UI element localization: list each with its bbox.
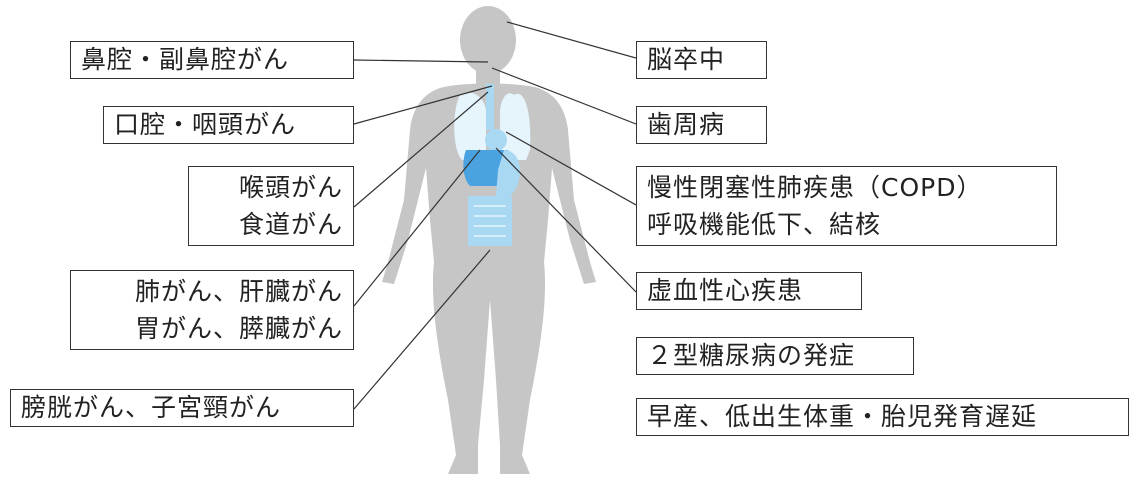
label-nasal-cancer: 鼻腔・副鼻腔がん: [70, 41, 354, 79]
human-silhouette: [382, 6, 596, 474]
heart-shape: [485, 129, 507, 151]
label-line-1: 肺がん、肝臓がん: [134, 277, 343, 306]
label-larynx-esophagus-cancer: 喉頭がん 食道がん: [188, 166, 354, 246]
label-text: 膀胱がん、子宮頸がん: [21, 393, 282, 422]
label-stroke: 脳卒中: [636, 41, 767, 79]
label-ischemic-heart-disease: 虚血性心疾患: [636, 272, 862, 310]
label-text: 虚血性心疾患: [647, 276, 804, 305]
label-periodontal-disease: 歯周病: [636, 106, 767, 144]
label-copd: 慢性閉塞性肺疾患（COPD） 呼吸機能低下、結核: [636, 166, 1057, 246]
label-lung-liver-stomach-pancreas-cancer: 肺がん、肝臓がん 胃がん、膵臓がん: [70, 270, 354, 350]
trachea-shape: [486, 84, 494, 130]
label-bladder-cervical-cancer: 膀胱がん、子宮頸がん: [10, 389, 354, 427]
organs: [454, 84, 531, 246]
liver-shape: [463, 150, 508, 186]
label-preterm-birth: 早産、低出生体重・胎児発育遅延: [636, 398, 1129, 436]
label-text: 脳卒中: [647, 45, 726, 74]
label-text: 歯周病: [647, 110, 726, 139]
intestine-shape: [468, 196, 512, 246]
label-type2-diabetes: ２型糖尿病の発症: [636, 337, 914, 375]
leader-lines: [353, 21, 637, 410]
label-text: 口腔・咽頭がん: [114, 110, 297, 139]
label-text: 早産、低出生体重・胎児発育遅延: [647, 402, 1038, 431]
stomach-shape: [496, 150, 521, 196]
label-line-1: 喉頭がん: [238, 173, 343, 202]
label-oral-cancer: 口腔・咽頭がん: [103, 106, 354, 144]
label-line-2: 食道がん: [238, 210, 343, 239]
intestine-loops: [474, 205, 506, 237]
label-text: ２型糖尿病の発症: [647, 341, 856, 370]
lungs-shape: [454, 92, 486, 160]
label-line-2: 胃がん、膵臓がん: [134, 314, 343, 343]
label-line-1: 慢性閉塞性肺疾患（COPD）: [647, 173, 983, 202]
lungs-shape-right: [500, 93, 531, 160]
label-line-2: 呼吸機能低下、結核: [647, 210, 882, 239]
label-text: 鼻腔・副鼻腔がん: [81, 45, 290, 74]
